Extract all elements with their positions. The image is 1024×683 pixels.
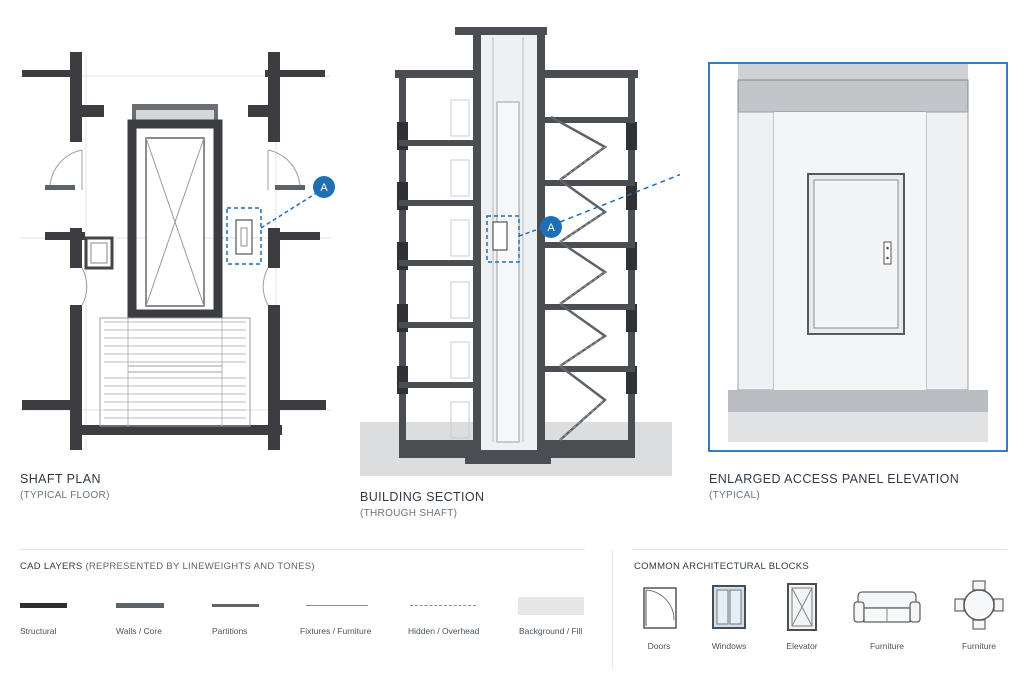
- layer-label-partitions: Partitions: [212, 626, 248, 636]
- cad-layers-heading-sub: (REPRESENTED BY LINEWEIGHTS AND TONES): [85, 561, 315, 572]
- block-label-furniture-sofa: Furniture: [869, 641, 904, 651]
- callout-marker-plan[interactable]: A: [312, 175, 336, 199]
- block-label-elevator: Elevator: [786, 641, 818, 651]
- layer-swatch-walls-core: [116, 603, 164, 608]
- sofa-icon[interactable]: [852, 588, 922, 628]
- block-label-furniture-table: Furniture: [961, 641, 996, 651]
- layer-label-background: Background / Fill: [519, 626, 583, 636]
- section-divider-horizontal-right: [632, 549, 1007, 550]
- block-label-windows: Windows: [711, 641, 747, 651]
- building-section-title: BUILDING SECTION: [360, 490, 485, 504]
- layer-label-fixtures: Fixtures / Furniture: [300, 626, 372, 636]
- blocks-heading: COMMON ARCHITECTURAL BLOCKS: [634, 561, 810, 572]
- cad-layers-heading-main: CAD LAYERS: [20, 561, 83, 572]
- building-section-subtitle: (THROUGH SHAFT): [360, 508, 458, 519]
- layer-swatch-fixtures: [306, 605, 368, 606]
- section-divider-vertical: [612, 550, 613, 668]
- shaft-plan-subtitle: (TYPICAL FLOOR): [20, 490, 110, 501]
- layer-label-structural: Structural: [20, 626, 57, 636]
- callout-label: A: [320, 182, 328, 194]
- access-panel-subtitle: (TYPICAL): [709, 490, 761, 501]
- shaft-plan-drawing: [20, 52, 330, 450]
- building-section-drawing: [360, 27, 680, 476]
- layer-swatch-background: [518, 597, 584, 615]
- layer-label-walls-core: Walls / Core: [116, 626, 162, 636]
- callout-marker-section[interactable]: A: [539, 215, 563, 239]
- dining-table-icon[interactable]: [954, 580, 1004, 630]
- layer-swatch-hidden: [410, 605, 476, 606]
- cad-layers-heading: CAD LAYERS (REPRESENTED BY LINEWEIGHTS A…: [20, 561, 315, 572]
- block-label-doors: Doors: [647, 641, 671, 651]
- access-panel-title: ENLARGED ACCESS PANEL ELEVATION: [709, 472, 960, 486]
- access-panel-elevation-drawing: [708, 62, 1008, 452]
- section-divider-horizontal: [20, 549, 585, 550]
- layer-swatch-structural: [20, 603, 67, 608]
- door-icon[interactable]: [642, 586, 678, 630]
- callout-label: A: [547, 222, 555, 234]
- shaft-plan-title: SHAFT PLAN: [20, 472, 101, 486]
- window-icon[interactable]: [711, 584, 747, 630]
- layer-swatch-partitions: [212, 604, 259, 607]
- elevator-icon[interactable]: [786, 582, 818, 632]
- layer-label-hidden: Hidden / Overhead: [408, 626, 480, 636]
